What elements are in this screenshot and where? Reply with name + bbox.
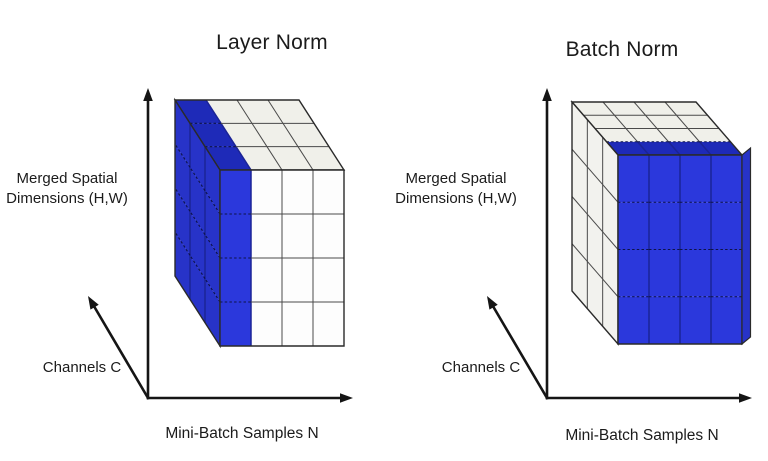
vertical-axis-label-left: Merged Spatial Dimensions (H,W) (0, 169, 134, 209)
depth-axis-label-right: Channels C (441, 359, 521, 376)
vertical-axis-label-right-line1: Merged Spatial (405, 170, 507, 187)
vertical-axis-label-left-line2: Dimensions (H,W) (6, 189, 128, 207)
horizontal-axis-label-left: Mini-Batch Samples N (165, 425, 319, 442)
depth-axis-label-left: Channels C (42, 359, 122, 376)
vertical-axis-label-right: Merged Spatial Dimensions (H,W) (389, 169, 523, 209)
horizontal-axis-label-right: Mini-Batch Samples N (565, 427, 719, 444)
vertical-axis-label-right-line2: Dimensions (H,W) (395, 189, 517, 207)
panel-title-batch-norm: Batch Norm (565, 38, 679, 61)
panel-title-layer-norm: Layer Norm (216, 31, 328, 54)
vertical-axis-label-left-line1: Merged Spatial (16, 170, 118, 187)
